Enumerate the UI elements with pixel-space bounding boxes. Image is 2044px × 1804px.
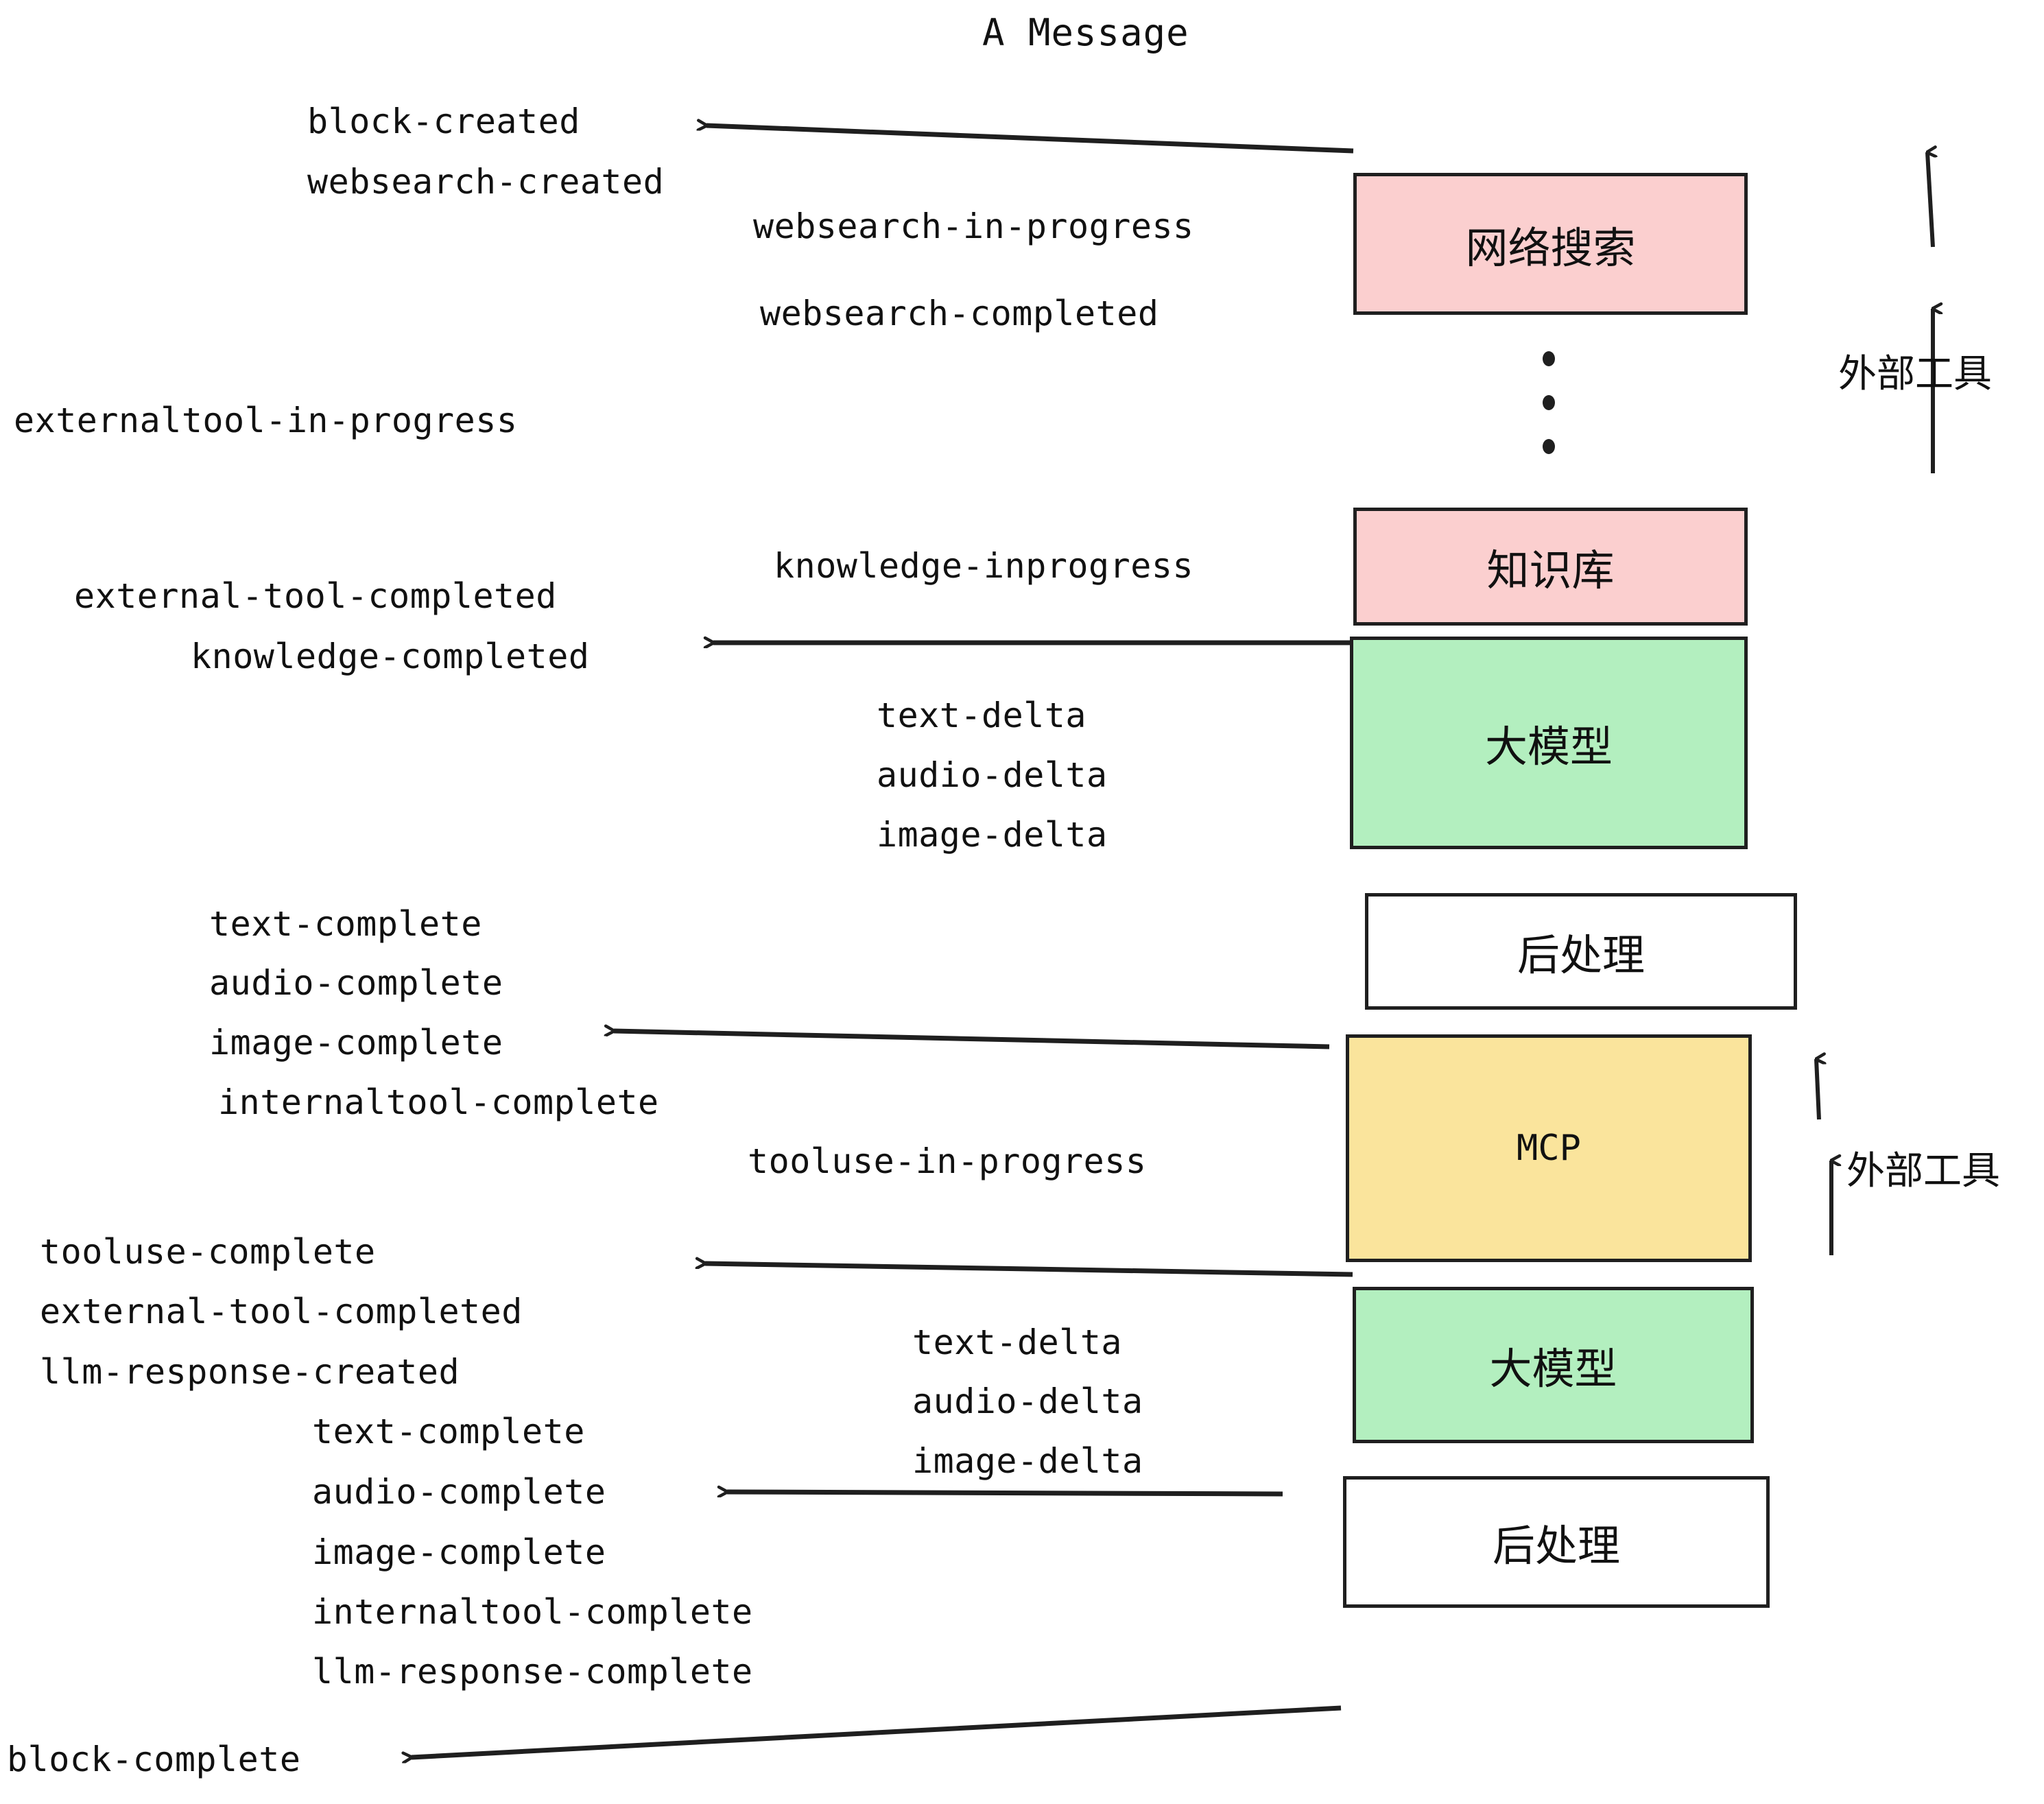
event-externaltool-in-progress: externaltool-in-progress <box>14 401 518 440</box>
ellipsis-dot <box>1543 351 1555 366</box>
event-internaltool-complete-2: internaltool-complete <box>312 1592 753 1632</box>
node-llm-top-label: 大模型 <box>1484 722 1613 772</box>
node-postprocess-top-label: 后处理 <box>1517 930 1645 980</box>
ellipsis-dot <box>1543 439 1555 454</box>
event-image-delta-1: image-delta <box>877 815 1108 855</box>
event-image-complete-2: image-complete <box>312 1532 606 1572</box>
event-knowledge-inprogress: knowledge-inprogress <box>774 546 1194 586</box>
node-postprocess-bottom[interactable]: 后处理 <box>1343 1476 1770 1608</box>
event-tooluse-complete: tooluse-complete <box>40 1232 376 1272</box>
event-knowledge-completed: knowledge-completed <box>191 637 590 676</box>
event-audio-complete-2: audio-complete <box>312 1472 606 1512</box>
external-tool-bottom-up-arrow <box>1814 1059 1819 1120</box>
event-tooluse-in-progress: tooluse-in-progress <box>748 1141 1147 1181</box>
vertical-ellipsis-icon <box>1542 351 1556 454</box>
event-text-complete-2: text-complete <box>312 1412 585 1451</box>
side-label-external-tool-top: 外部工具 <box>1838 352 1992 396</box>
event-internaltool-complete-1: internaltool-complete <box>218 1082 659 1122</box>
event-external-tool-completed: external-tool-completed <box>74 576 557 616</box>
flow-block-complete-arrow <box>412 1705 1342 1757</box>
event-text-delta-1: text-delta <box>877 696 1087 735</box>
node-postprocess-bottom-label: 后处理 <box>1492 1521 1620 1571</box>
node-websearch-label: 网络搜索 <box>1465 222 1636 273</box>
event-text-delta-2: text-delta <box>912 1322 1123 1362</box>
flow-audio-complete-arrow <box>727 1492 1283 1494</box>
node-postprocess-top[interactable]: 后处理 <box>1365 893 1797 1010</box>
flow-tooluse-complete-arrow <box>705 1263 1353 1277</box>
node-llm-top[interactable]: 大模型 <box>1350 637 1748 849</box>
node-websearch[interactable]: 网络搜索 <box>1353 173 1748 315</box>
event-websearch-created: websearch-created <box>307 162 665 202</box>
node-knowledge-label: 知识库 <box>1486 545 1615 595</box>
event-external-tool-completed-2: external-tool-completed <box>40 1292 523 1331</box>
event-websearch-completed: websearch-completed <box>760 294 1159 333</box>
event-websearch-in-progress: websearch-in-progress <box>753 206 1194 246</box>
event-image-complete-1: image-complete <box>209 1023 503 1063</box>
event-llm-response-created: llm-response-created <box>40 1352 460 1392</box>
flow-image-complete-arrow <box>614 1031 1330 1049</box>
node-mcp-label: MCP <box>1517 1128 1581 1169</box>
event-block-complete: block-complete <box>7 1740 301 1779</box>
event-llm-response-complete: llm-response-complete <box>312 1652 753 1692</box>
event-text-complete-1: text-complete <box>209 904 482 944</box>
page-title: A Message <box>982 11 1189 54</box>
event-image-delta-2: image-delta <box>912 1441 1143 1481</box>
event-audio-complete-1: audio-complete <box>209 963 503 1003</box>
node-knowledge[interactable]: 知识库 <box>1353 508 1748 626</box>
event-audio-delta-1: audio-delta <box>877 755 1108 795</box>
node-llm-bottom-label: 大模型 <box>1489 1344 1617 1394</box>
node-llm-bottom[interactable]: 大模型 <box>1353 1287 1754 1443</box>
node-mcp[interactable]: MCP <box>1346 1034 1752 1262</box>
side-label-external-tool-bottom: 外部工具 <box>1846 1149 2000 1194</box>
external-tool-top-up-arrow <box>1927 152 1933 248</box>
ellipsis-dot <box>1543 395 1555 410</box>
event-block-created: block-created <box>307 102 580 141</box>
event-audio-delta-2: audio-delta <box>912 1381 1143 1421</box>
flow-block-created-arrow <box>706 126 1354 154</box>
